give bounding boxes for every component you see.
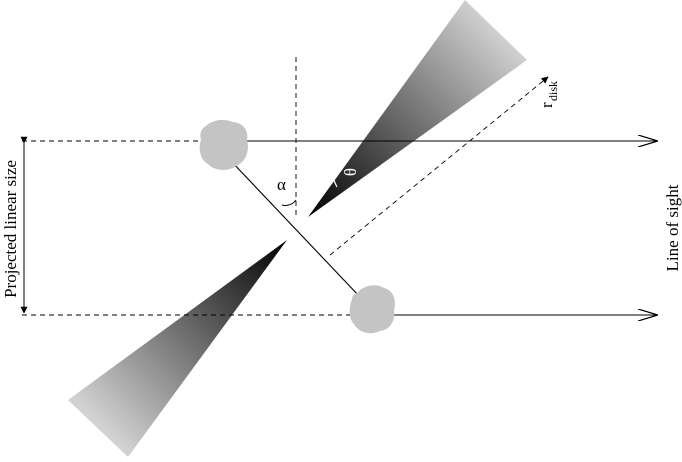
alpha-label: α: [277, 175, 286, 194]
r-disk-subscript: disk: [546, 81, 560, 101]
lower-blob: [349, 285, 395, 334]
upper-jet-cone: [308, 0, 527, 217]
r-disk-dashed-arrow: [329, 76, 549, 256]
alpha-angle-arc: [281, 199, 297, 206]
lower-jet-cone: [68, 240, 287, 457]
theta-label: θ: [341, 168, 360, 176]
upper-blob: [199, 119, 248, 170]
r-disk-label: r disk: [537, 81, 560, 108]
theta-angle-arc: [332, 169, 338, 188]
projected-linear-size-label: Projected linear size: [1, 160, 20, 298]
jet-axis-line: [229, 159, 361, 298]
line-of-sight-label: Line of sight: [663, 184, 682, 271]
r-disk-symbol: r: [537, 102, 556, 108]
